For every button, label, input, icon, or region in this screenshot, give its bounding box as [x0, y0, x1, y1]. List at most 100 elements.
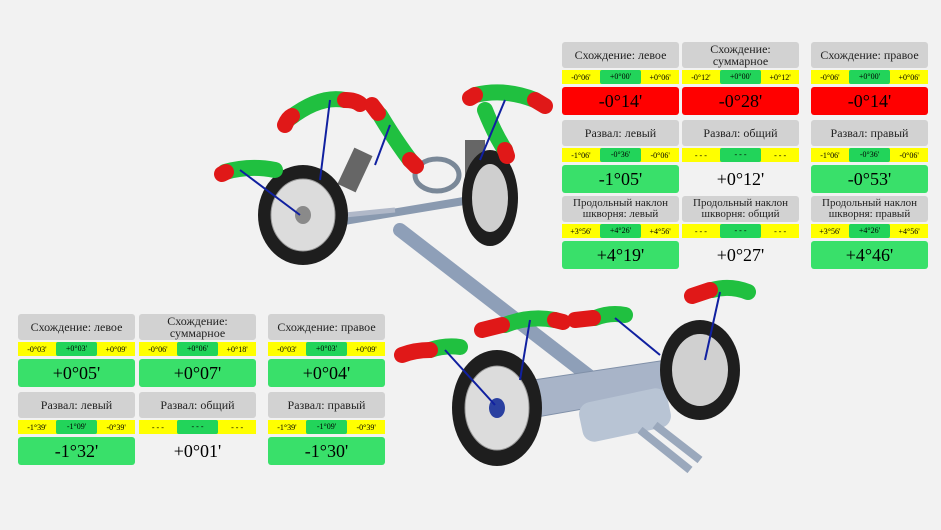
front-caster-right-panel: Продольный наклон шкворня: правый +3°56'…: [811, 196, 928, 269]
measured-value: -1°32': [18, 437, 135, 465]
range-min: -0°03': [27, 344, 47, 354]
rear-toe-right-panel: Схождение: правое -0°03'+0°03'+0°09' +0°…: [268, 314, 385, 387]
tolerance-range: -0°06'+0°00'+0°06': [811, 70, 928, 84]
tolerance-range: +3°56' +4°26' +4°56': [811, 224, 928, 238]
range-ideal: +0°00': [719, 70, 762, 84]
range-max: - - -: [231, 422, 244, 432]
range-ideal: +4°26': [848, 224, 891, 238]
rear-left-wheel: [452, 350, 542, 466]
panel-title: Схождение: левое: [18, 314, 135, 340]
range-ideal: - - -: [176, 420, 219, 434]
panel-title: Развал: правый: [268, 392, 385, 418]
range-max: - - -: [774, 150, 787, 160]
front-camber-total-panel: Развал: общий - - -- - -- - - +0°12': [682, 120, 799, 193]
tolerance-range: -0°06' +0°06' +0°18': [139, 342, 256, 356]
measured-value: +0°05': [18, 359, 135, 387]
rear-toe-total-panel: Схождение: суммарное -0°06'+0°06'+0°18' …: [139, 314, 256, 387]
range-max: +0°06': [649, 72, 671, 82]
range-min: -0°12': [691, 72, 711, 82]
range-ideal: - - -: [719, 224, 762, 238]
range-max: -0°06': [899, 150, 919, 160]
range-max: +0°06': [898, 72, 920, 82]
tolerance-range: +3°56'+4°26'+4°56': [562, 224, 679, 238]
measured-value: +0°27': [716, 245, 765, 265]
range-min: - - -: [694, 150, 707, 160]
tolerance-range: -0°03' +0°03' +0°09': [18, 342, 135, 356]
front-camber-left-panel: Развал: левый -1°06'-0°36'-0°06' -1°05': [562, 120, 679, 193]
panel-title: Развал: левый: [18, 392, 135, 418]
tolerance-range: - - -- - -- - -: [682, 224, 799, 238]
range-min: -0°06': [148, 344, 168, 354]
panel-title: Схождение: левое: [562, 42, 679, 68]
tolerance-range: - - -- - -- - -: [682, 148, 799, 162]
panel-title: Развал: общий: [682, 120, 799, 146]
range-max: -0°39': [356, 422, 376, 432]
front-toe-left-panel: Схождение: левое -0°06' +0°00' +0°06' -0°1…: [562, 42, 679, 115]
range-max: -0°06': [650, 150, 670, 160]
range-min: -0°06': [571, 72, 591, 82]
range-ideal: -0°36': [848, 148, 891, 162]
panel-title: Продольный наклон шкворня: общий: [682, 196, 799, 222]
panel-title: Схождение: правое: [268, 314, 385, 340]
range-min: -1°06': [820, 150, 840, 160]
range-ideal: -0°36': [599, 148, 642, 162]
measured-value: +0°04': [268, 359, 385, 387]
range-min: - - -: [694, 226, 707, 236]
range-max: +0°09': [105, 344, 127, 354]
range-ideal: +0°00': [599, 70, 642, 84]
panel-title: Схождение: правое: [811, 42, 928, 68]
panel-title: Развал: правый: [811, 120, 928, 146]
measured-value: -0°28': [682, 87, 799, 115]
tolerance-range: -0°12'+0°00'+0°12': [682, 70, 799, 84]
panel-title: Схождение: суммарное: [139, 314, 256, 340]
rear-right-wheel: [660, 320, 740, 420]
measured-value: +0°07': [139, 359, 256, 387]
front-left-wheel: [258, 165, 348, 265]
range-ideal: -1°09': [305, 420, 348, 434]
range-min: -1°39': [27, 422, 47, 432]
range-min: -0°03': [277, 344, 297, 354]
range-min: -0°06': [820, 72, 840, 82]
range-max: +4°56': [898, 226, 920, 236]
measured-value: -0°53': [811, 165, 928, 193]
front-caster-total-panel: Продольный наклон шкворня: общий - - - - …: [682, 196, 799, 269]
tolerance-range: -0°03'+0°03'+0°09': [268, 342, 385, 356]
tolerance-range: -1°39' -1°09' -0°39': [268, 420, 385, 434]
range-max: - - -: [774, 226, 787, 236]
range-max: -0°39': [106, 422, 126, 432]
measured-value: -0°14': [811, 87, 928, 115]
sensor-arcs: [214, 84, 756, 363]
measured-value: +4°46': [811, 241, 928, 269]
measured-value: +4°19': [562, 241, 679, 269]
rear-camber-left-panel: Развал: левый -1°39' -1°09' -0°39' -1°32': [18, 392, 135, 465]
tolerance-range: -1°06' -0°36' -0°06': [562, 148, 679, 162]
rear-camber-right-panel: Развал: правый -1°39' -1°09' -0°39' -1°30': [268, 392, 385, 465]
range-min: -1°06': [571, 150, 591, 160]
range-min: -1°39': [277, 422, 297, 432]
range-min: +3°56': [570, 226, 592, 236]
measured-value: -1°30': [268, 437, 385, 465]
range-ideal: +0°06': [176, 342, 219, 356]
sensor-pointers: [239, 99, 721, 406]
range-min: - - -: [151, 422, 164, 432]
tolerance-range: -1°06' -0°36' -0°06': [811, 148, 928, 162]
range-max: +0°18': [226, 344, 248, 354]
range-ideal: +0°03': [55, 342, 98, 356]
panel-title: Продольный наклон шкворня: левый: [562, 196, 679, 222]
rear-toe-left-panel: Схождение: левое -0°03' +0°03' +0°09' +0°0…: [18, 314, 135, 387]
panel-title: Схождение: суммарное: [682, 42, 799, 68]
measured-value: -0°14': [562, 87, 679, 115]
measured-value: +0°01': [173, 441, 222, 461]
front-right-wheel: [462, 150, 518, 246]
panel-title: Развал: общий: [139, 392, 256, 418]
rear-camber-total-panel: Развал: общий - - - - - - - - - +0°01': [139, 392, 256, 465]
front-toe-right-panel: Схождение: правое -0°06'+0°00'+0°06' -0°…: [811, 42, 928, 115]
front-toe-total-panel: Схождение: суммарное -0°12'+0°00'+0°12' …: [682, 42, 799, 115]
front-caster-left-panel: Продольный наклон шкворня: левый +3°56'+…: [562, 196, 679, 269]
panel-title: Продольный наклон шкворня: правый: [811, 196, 928, 222]
range-min: +3°56': [819, 226, 841, 236]
range-ideal: +0°03': [305, 342, 348, 356]
range-ideal: -1°09': [55, 420, 98, 434]
range-max: +4°56': [649, 226, 671, 236]
